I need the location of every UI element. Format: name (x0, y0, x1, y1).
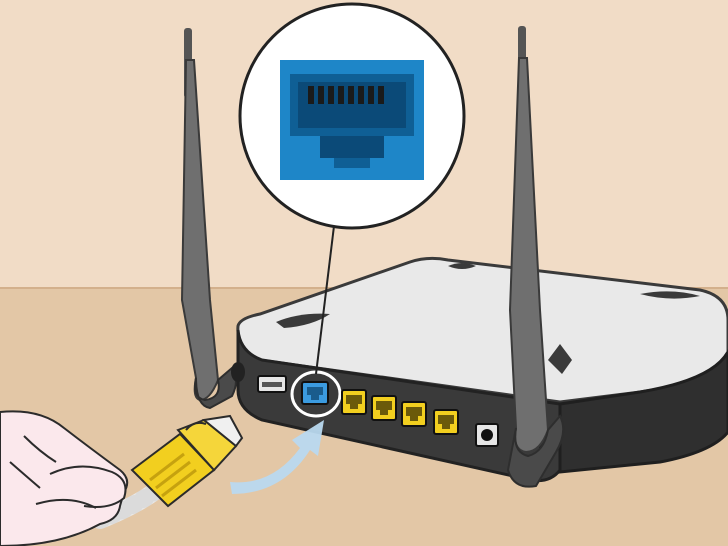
zoom-callout (238, 2, 466, 375)
arrow-icon (230, 420, 324, 494)
lan-port-4[interactable] (433, 409, 459, 435)
zoom-leader-line (315, 225, 335, 375)
hand-icon (0, 410, 129, 546)
top-slot-2 (448, 263, 476, 269)
top-slot-3 (640, 291, 700, 299)
ethernet-plug-icon[interactable] (130, 414, 244, 508)
top-slot-1 (276, 313, 330, 328)
router (231, 256, 728, 483)
router-foot-left (231, 362, 245, 382)
power-jack (475, 423, 499, 447)
wan-port-closeup (280, 60, 424, 180)
lan-port-2[interactable] (371, 395, 397, 421)
top-slot-4 (548, 344, 572, 374)
left-antenna (180, 28, 237, 410)
wan-port[interactable] (290, 370, 342, 418)
lan-port-1[interactable] (341, 389, 367, 415)
router-side-panel (558, 348, 728, 474)
lan-port-3[interactable] (401, 401, 427, 427)
right-antenna (506, 26, 565, 488)
